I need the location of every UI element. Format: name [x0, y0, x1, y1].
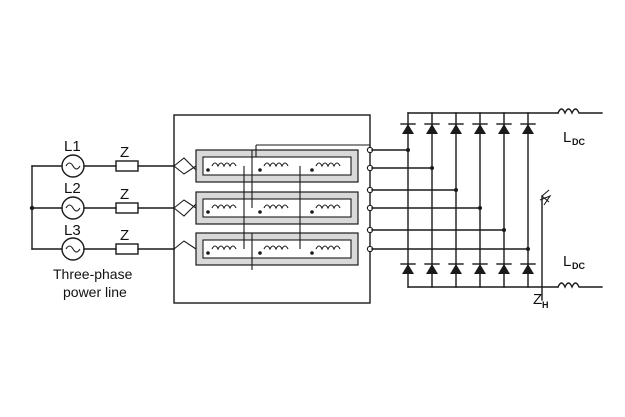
impedance-label-3: Z	[120, 227, 129, 244]
caption-line-2: power line	[63, 284, 127, 300]
source-label-l2: L2	[64, 180, 81, 197]
zh-label: Z	[533, 291, 542, 308]
inductor-top-label: L	[563, 129, 571, 146]
ac-source-l1: L1	[61, 138, 85, 178]
input-cross-leads	[173, 157, 197, 250]
source-label-l3: L3	[64, 222, 81, 239]
transformer-core-2	[195, 191, 359, 225]
diode-upper-1	[400, 123, 416, 134]
inductor-bottom-label: L	[563, 253, 571, 270]
transformer-core-1	[195, 149, 359, 183]
output-wires	[371, 148, 530, 251]
dc-inductor-bottom: L DC	[557, 253, 603, 289]
diode-lower-1	[400, 263, 416, 274]
diode-lower-5	[496, 263, 512, 274]
line-impedance-3: Z	[83, 227, 175, 255]
neutral-bus	[29, 165, 63, 250]
zh-lead: Z H	[533, 189, 552, 310]
diode-upper-5	[496, 123, 512, 134]
diode-upper-3	[448, 123, 464, 134]
diode-upper-6	[520, 123, 536, 134]
line-impedance-1: Z	[83, 144, 175, 172]
source-label-l1: L1	[64, 138, 81, 155]
impedance-label-1: Z	[120, 144, 129, 161]
lower-diodes	[400, 263, 536, 274]
diode-lower-3	[448, 263, 464, 274]
transformer-core-3	[195, 232, 359, 266]
winding-interconnects	[243, 144, 370, 270]
diode-lower-4	[472, 263, 488, 274]
dc-inductor-top: L DC	[557, 108, 603, 147]
ac-source-l3: L3	[61, 222, 85, 261]
inductor-top-subscript: DC	[572, 137, 585, 147]
inductor-bottom-subscript: DC	[572, 261, 585, 271]
rectifier-column-wires	[407, 112, 529, 288]
caption-line-1: Three-phase	[53, 266, 133, 282]
ac-source-l2: L2	[61, 180, 85, 220]
diode-lower-2	[424, 263, 440, 274]
impedance-label-2: Z	[120, 186, 129, 203]
diode-lower-6	[520, 263, 536, 274]
diode-upper-2	[424, 123, 440, 134]
zh-subscript: H	[542, 300, 549, 310]
diode-upper-4	[472, 123, 488, 134]
upper-diodes	[400, 123, 536, 134]
line-impedance-2: Z	[83, 186, 175, 214]
